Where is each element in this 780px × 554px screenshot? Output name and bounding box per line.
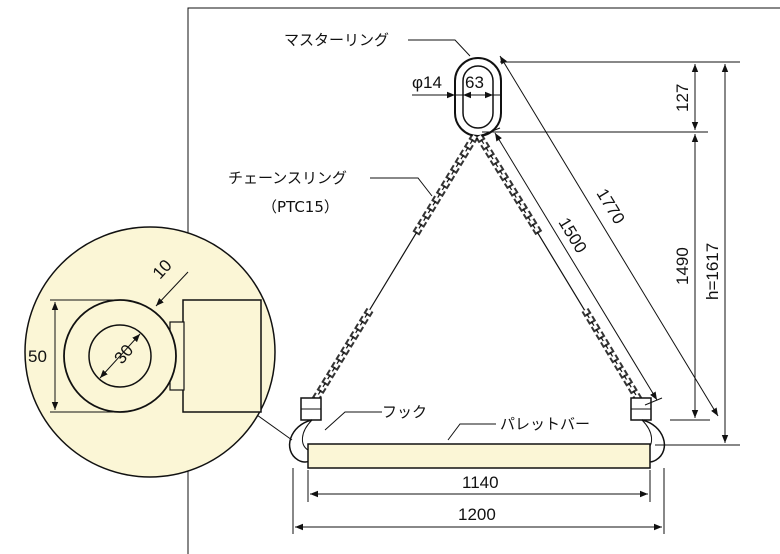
master-ring-label: マスターリング bbox=[284, 31, 389, 49]
vertical-1490-dim: 1490 bbox=[673, 247, 692, 285]
master-ring bbox=[454, 57, 502, 137]
bar-overall-dim: 1200 bbox=[458, 505, 496, 524]
right-chain-leg bbox=[475, 133, 646, 408]
chain-model-label: （PTC15） bbox=[262, 198, 339, 216]
leg-length-dim: 1500 bbox=[555, 214, 591, 256]
leg-overall-dim: 1770 bbox=[593, 185, 629, 227]
ring-wire-dim: φ14 bbox=[412, 73, 442, 92]
pallet-bar bbox=[307, 443, 651, 469]
pallet-bar-leader bbox=[447, 423, 496, 441]
right-coupler bbox=[630, 397, 652, 421]
ring-height-dim: 127 bbox=[673, 84, 692, 112]
hook-leader bbox=[324, 411, 382, 431]
left-chain-leg bbox=[308, 133, 479, 408]
detail-wire-dim-line bbox=[155, 271, 189, 307]
ring-inner-dim: 63 bbox=[465, 73, 484, 92]
total-height-dim: h=1617 bbox=[703, 243, 722, 300]
chain-sling-label: チェーンスリング bbox=[228, 169, 347, 187]
detail-callout bbox=[24, 226, 293, 478]
bar-inner-dim: 1140 bbox=[462, 473, 499, 492]
master-ring-leader bbox=[408, 39, 471, 57]
left-coupler bbox=[300, 397, 322, 421]
leg-length-dim-line bbox=[494, 132, 658, 401]
leg-overall-dim-line bbox=[499, 55, 719, 417]
detail-bore-dim-line bbox=[99, 333, 141, 379]
pallet-bar-label: パレットバー bbox=[500, 415, 590, 433]
hook-label: フック bbox=[382, 403, 427, 421]
detail-height-dim: 50 bbox=[28, 347, 47, 366]
chain-sling-leader bbox=[370, 177, 433, 197]
